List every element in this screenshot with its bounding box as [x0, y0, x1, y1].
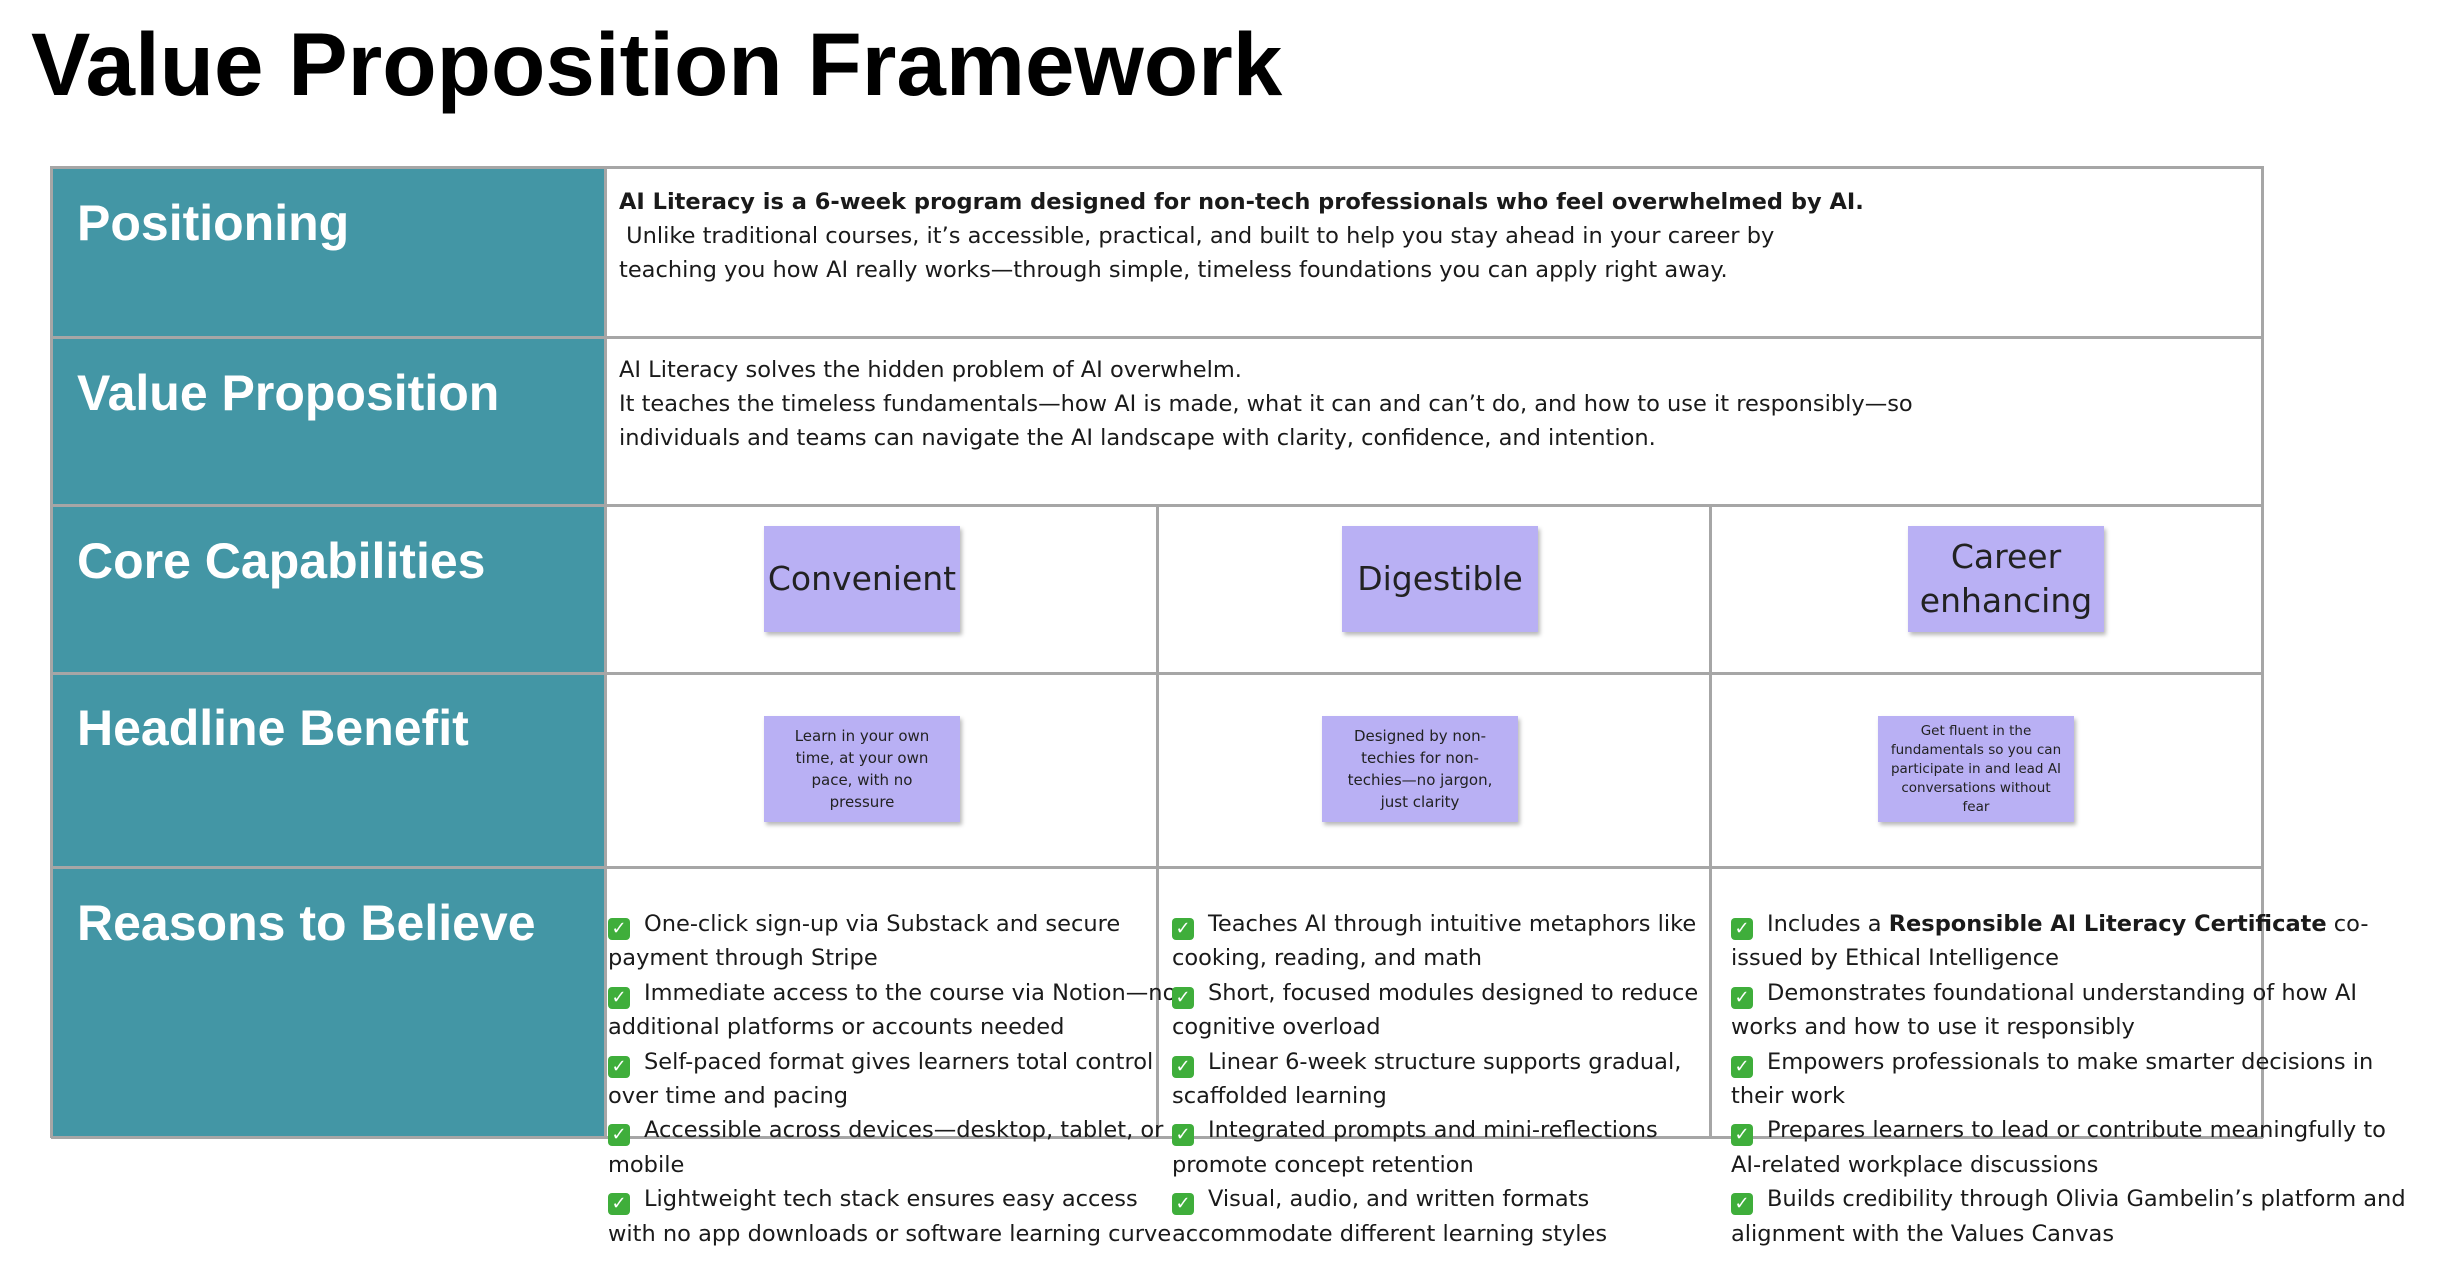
row-label-reasons-to-believe: Reasons to Believe: [77, 895, 536, 951]
certificate-name: Responsible AI Literacy Certificate: [1888, 911, 2327, 937]
list-item: ✓Teaches AI through intuitive metaphors …: [1172, 911, 1697, 972]
list-item: ✓Linear 6-week structure supports gradua…: [1172, 1048, 1682, 1110]
list-item: ✓One-click sign-up via Substack and secu…: [608, 911, 1121, 972]
list-item: ✓Lightweight tech stack ensures easy acc…: [608, 1186, 1172, 1247]
value-proposition-line: individuals and teams can navigate the A…: [619, 425, 1656, 451]
reasons-list-digestible: ✓Teaches AI through intuitive metaphors …: [1172, 907, 1702, 1251]
check-mark-icon: ✓: [1172, 1055, 1194, 1078]
benefit-sticky-convenient[interactable]: Learn in your own time, at your own pace…: [764, 716, 960, 822]
reasons-list-career-enhancing: ✓Includes a Responsible AI Literacy Cert…: [1731, 907, 2411, 1251]
row-label-value-proposition: Value Proposition: [77, 365, 500, 421]
check-mark-icon: ✓: [608, 1124, 630, 1147]
value-proposition-text: AI Literacy solves the hidden problem of…: [619, 353, 2239, 455]
list-item: ✓Builds credibility through Olivia Gambe…: [1731, 1186, 2406, 1247]
list-item: ✓Empowers professionals to make smarter …: [1731, 1048, 2374, 1110]
table-border-right: [2261, 166, 2264, 1138]
capability-sticky-digestible[interactable]: Digestible: [1342, 526, 1538, 632]
capability-sticky-career-enhancing[interactable]: Career enhancing: [1908, 526, 2104, 632]
positioning-headline: AI Literacy is a 6-week program designed…: [619, 189, 1864, 215]
column-divider: [1156, 504, 1159, 1138]
check-mark-icon: ✓: [1731, 986, 1753, 1009]
row-label-column: [51, 167, 605, 1137]
check-mark-icon: ✓: [608, 918, 630, 940]
check-mark-icon: ✓: [1172, 918, 1194, 940]
positioning-text: AI Literacy is a 6-week program designed…: [619, 185, 2239, 287]
row-label-headline-benefit: Headline Benefit: [77, 700, 469, 756]
list-item: ✓Accessible across devices—desktop, tabl…: [608, 1117, 1164, 1178]
check-mark-icon: ✓: [1172, 986, 1194, 1009]
row-label-core-capabilities: Core Capabilities: [77, 533, 486, 589]
check-mark-icon: ✓: [1731, 918, 1753, 940]
check-mark-icon: ✓: [1731, 1055, 1753, 1078]
column-divider: [604, 166, 607, 1138]
check-mark-icon: ✓: [1172, 1124, 1194, 1147]
row-divider: [51, 336, 2263, 339]
check-mark-icon: ✓: [608, 1055, 630, 1078]
value-proposition-line: It teaches the timeless fundamentals—how…: [619, 391, 1913, 417]
list-item: ✓Integrated prompts and mini-reflections…: [1172, 1117, 1658, 1178]
table-border-top: [51, 166, 2263, 169]
value-proposition-line: AI Literacy solves the hidden problem of…: [619, 357, 1242, 383]
list-item: ✓Short, focused modules designed to redu…: [1172, 979, 1699, 1041]
capability-sticky-convenient[interactable]: Convenient: [764, 526, 960, 632]
check-mark-icon: ✓: [608, 1193, 630, 1216]
row-label-positioning: Positioning: [77, 195, 350, 251]
check-mark-icon: ✓: [1172, 1193, 1194, 1216]
page-title: Value Proposition Framework: [31, 14, 1283, 114]
list-item: ✓Self-paced format gives learners total …: [608, 1048, 1154, 1110]
list-item: ✓Demonstrates foundational understanding…: [1731, 979, 2357, 1041]
list-item: ✓Prepares learners to lead or contribute…: [1731, 1117, 2386, 1178]
list-item: ✓Includes a Responsible AI Literacy Cert…: [1731, 911, 2369, 972]
check-mark-icon: ✓: [608, 986, 630, 1009]
positioning-line: teaching you how AI really works—through…: [619, 257, 1728, 283]
reasons-list-convenient: ✓One-click sign-up via Substack and secu…: [608, 907, 1178, 1251]
benefit-sticky-career-enhancing[interactable]: Get fluent in the fundamentals so you ca…: [1878, 716, 2074, 822]
positioning-line: Unlike traditional courses, it’s accessi…: [619, 223, 1775, 249]
check-mark-icon: ✓: [1731, 1124, 1753, 1147]
table-border-left: [50, 166, 53, 1138]
benefit-sticky-digestible[interactable]: Designed by non-techies for non-techies—…: [1322, 716, 1518, 822]
check-mark-icon: ✓: [1731, 1193, 1753, 1216]
column-divider: [1709, 504, 1712, 1138]
list-item: ✓Immediate access to the course via Noti…: [608, 979, 1177, 1041]
list-item: ✓Visual, audio, and written formats acco…: [1172, 1186, 1608, 1247]
